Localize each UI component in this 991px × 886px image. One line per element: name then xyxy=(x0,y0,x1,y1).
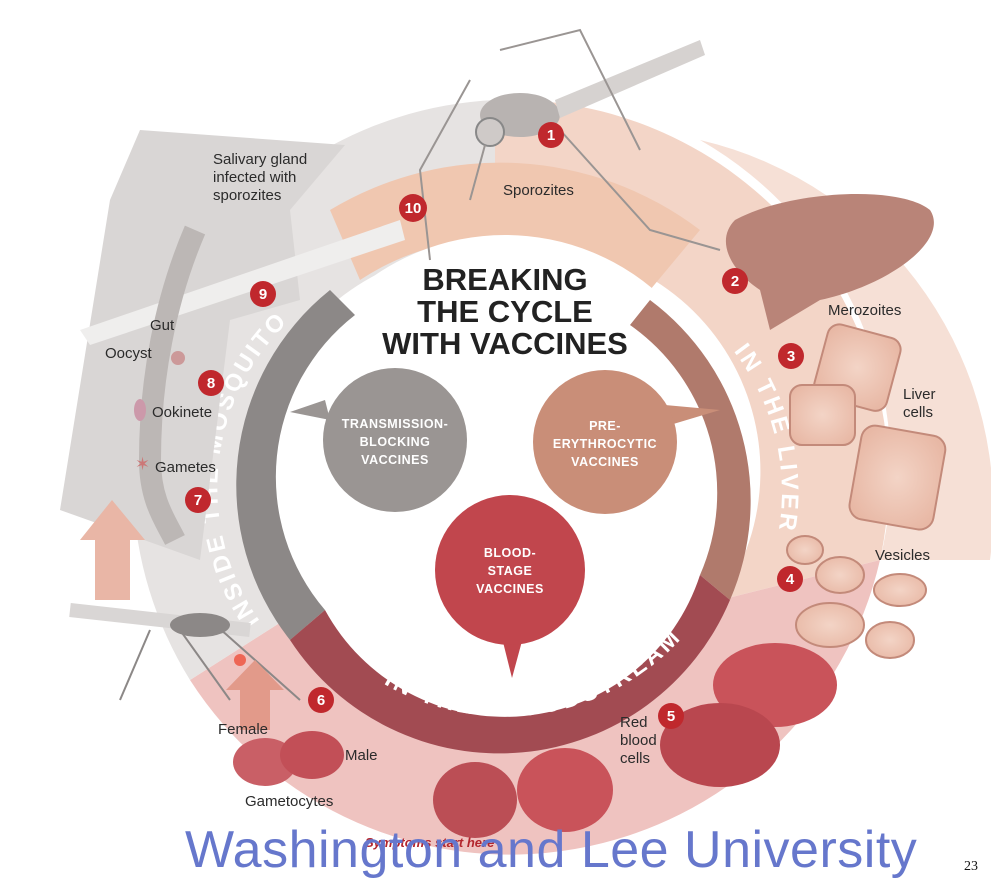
symptoms-label: Symptoms start here xyxy=(365,835,494,850)
svg-text:sporozites: sporozites xyxy=(213,187,281,204)
svg-text:3: 3 xyxy=(787,348,795,365)
mosquito-ring xyxy=(236,290,355,640)
svg-text:9: 9 xyxy=(259,286,267,303)
step-badge-5: 5 xyxy=(658,703,684,729)
svg-text:10: 10 xyxy=(405,200,422,217)
svg-text:PRE-: PRE- xyxy=(589,419,621,433)
sporozites-label: Sporozites xyxy=(503,182,574,199)
svg-text:Red: Red xyxy=(620,714,648,731)
page-number: 23 xyxy=(964,859,978,874)
svg-text:VACCINES: VACCINES xyxy=(571,455,639,469)
svg-text:8: 8 xyxy=(207,375,215,392)
liver-cells xyxy=(789,323,947,531)
svg-text:STAGE: STAGE xyxy=(488,564,533,578)
svg-text:THE CYCLE: THE CYCLE xyxy=(417,294,593,329)
watermark-footer: Washington and Lee University xyxy=(185,821,918,879)
upward-arrow-bottom xyxy=(226,660,284,730)
female-label: Female xyxy=(218,721,268,738)
mosquito-illustration-top xyxy=(418,28,721,261)
red-blood-cells xyxy=(433,643,837,838)
gametocytes-illustration xyxy=(233,731,344,786)
gamete-star-icon: ✶ xyxy=(135,454,150,474)
salivary-gland-label: Salivary gland infected with sporozites xyxy=(213,151,307,204)
step-badge-9: 9 xyxy=(250,281,276,307)
step-badge-1: 1 xyxy=(538,122,564,148)
svg-text:5: 5 xyxy=(667,708,675,725)
svg-text:ERYTHROCYTIC: ERYTHROCYTIC xyxy=(553,437,657,451)
svg-text:TRANSMISSION-: TRANSMISSION- xyxy=(342,417,449,431)
step-badge-4: 4 xyxy=(777,566,803,592)
step-badge-10: 10 xyxy=(399,194,427,222)
svg-text:BREAKING: BREAKING xyxy=(422,262,587,297)
merozoites-label: Merozoites xyxy=(828,302,901,319)
liver-cells-label: Liver xyxy=(903,386,936,403)
step-badges: 1 2 3 4 5 6 7 8 9 10 xyxy=(185,122,804,729)
svg-text:cells: cells xyxy=(620,750,650,767)
vesicles xyxy=(786,535,927,659)
liver-ring xyxy=(630,300,751,600)
svg-text:7: 7 xyxy=(194,492,202,509)
svg-text:VACCINES: VACCINES xyxy=(361,453,429,467)
male-label: Male xyxy=(345,747,378,764)
svg-text:BLOOD-: BLOOD- xyxy=(484,546,536,560)
ookinete-label: Ookinete xyxy=(152,404,212,421)
pre-erythrocytic-bubble: PRE- ERYTHROCYTIC VACCINES xyxy=(533,370,720,514)
step-badge-3: 3 xyxy=(778,343,804,369)
svg-text:blood: blood xyxy=(620,732,657,749)
blood-ring xyxy=(290,575,730,754)
blood-stage-bubble: BLOOD- STAGE VACCINES xyxy=(435,495,585,678)
gut-label: Gut xyxy=(150,317,175,334)
svg-text:VACCINES: VACCINES xyxy=(476,582,544,596)
svg-text:infected with: infected with xyxy=(213,169,296,186)
red-blood-cells-label: Red blood cells xyxy=(620,714,657,767)
gametes-label: Gametes xyxy=(155,459,216,476)
svg-text:BLOCKING: BLOCKING xyxy=(360,435,431,449)
svg-text:Salivary gland: Salivary gland xyxy=(213,151,307,168)
liver-cells-label-line2: cells xyxy=(903,404,933,421)
svg-text:4: 4 xyxy=(786,571,795,588)
gametocytes-label: Gametocytes xyxy=(245,793,333,810)
transmission-blocking-bubble: TRANSMISSION- BLOCKING VACCINES xyxy=(290,368,467,512)
mosquito-gut-panel: ✶ xyxy=(60,130,405,560)
mosquito-illustration-bottom xyxy=(69,603,301,701)
step-badge-6: 6 xyxy=(308,687,334,713)
step-badge-8: 8 xyxy=(198,370,224,396)
liver-organ xyxy=(725,193,934,330)
upward-arrow-left xyxy=(80,500,145,600)
oocyst-label: Oocyst xyxy=(105,345,153,362)
step-badge-2: 2 xyxy=(722,268,748,294)
svg-text:6: 6 xyxy=(317,692,325,709)
svg-text:1: 1 xyxy=(547,127,555,144)
center-disk xyxy=(275,235,735,695)
svg-text:WITH VACCINES: WITH VACCINES xyxy=(382,326,628,361)
svg-text:2: 2 xyxy=(731,273,739,290)
page-title: BREAKING THE CYCLE WITH VACCINES xyxy=(382,262,628,361)
step-badge-7: 7 xyxy=(185,487,211,513)
vesicles-label: Vesicles xyxy=(875,547,930,564)
